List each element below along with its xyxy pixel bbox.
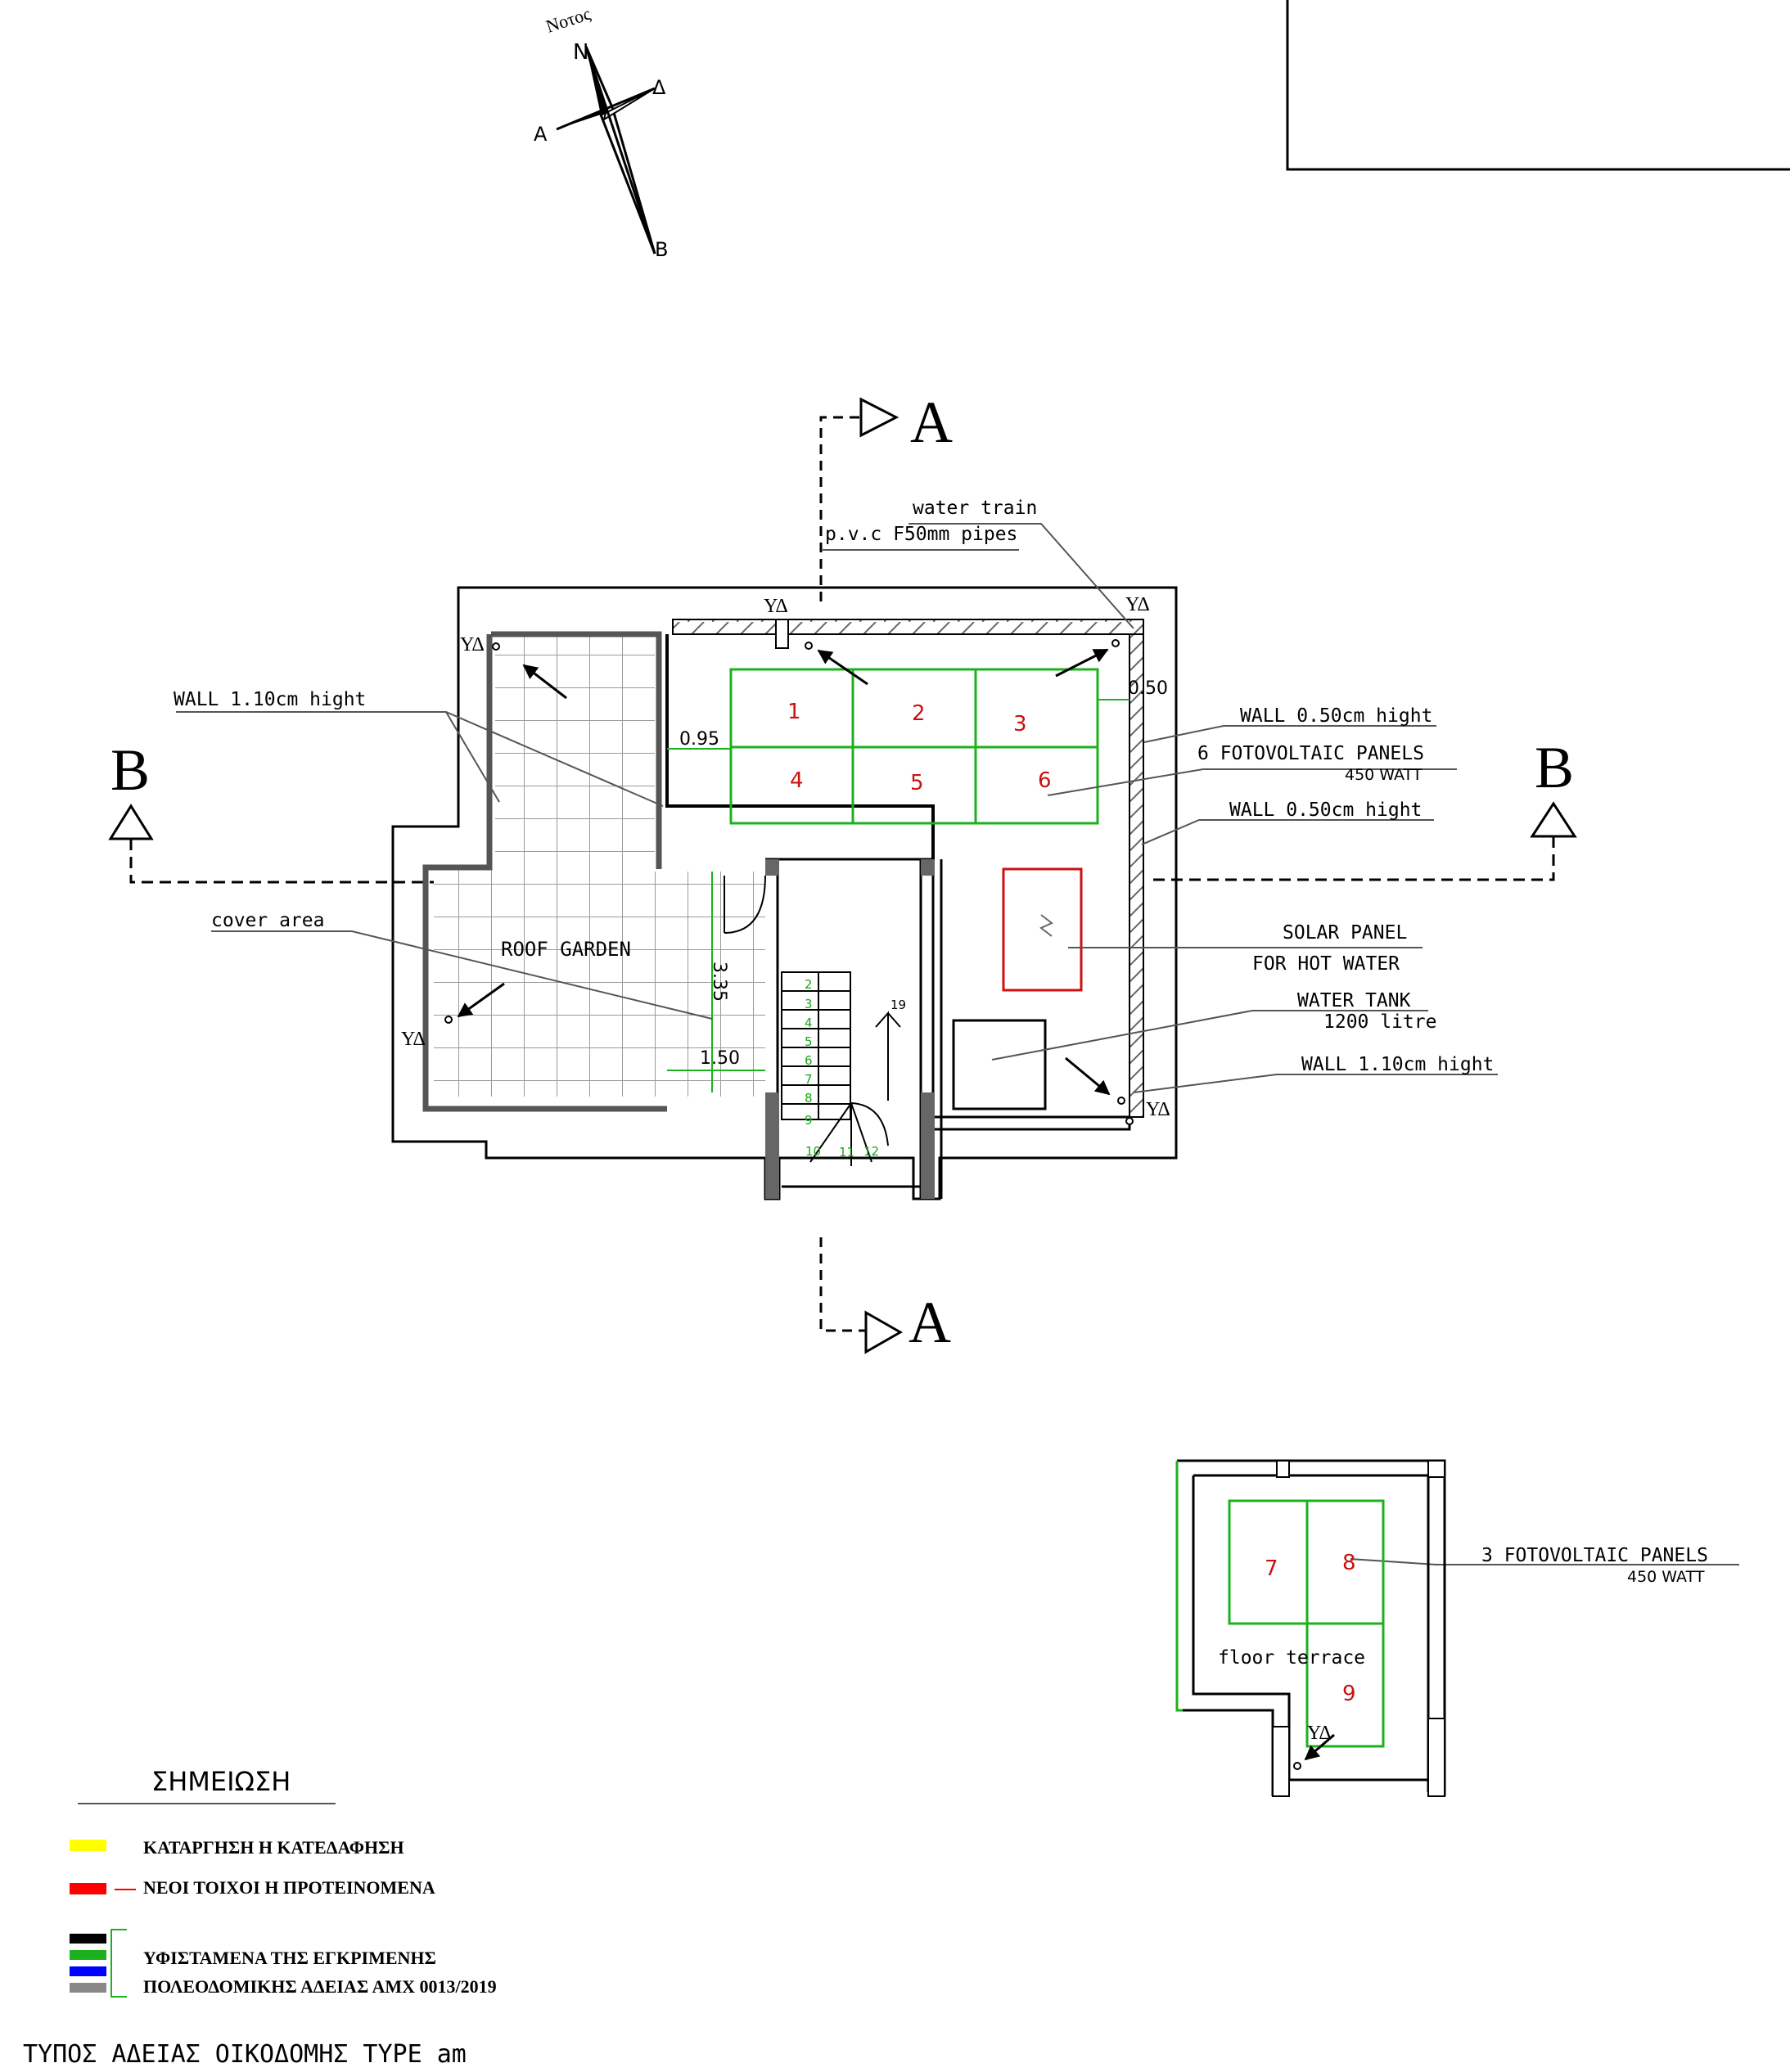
panels-3-watt: 450 WATT: [1627, 1568, 1705, 1586]
legend-swatch-red: [70, 1883, 106, 1894]
annotation-leaders: [176, 523, 1739, 1565]
section-b-right-label: B: [1535, 735, 1574, 800]
compass-e-label: Δ: [652, 76, 666, 99]
section-b-left-label: B: [110, 737, 150, 803]
wall-110-right-label: WALL 1.10cm hight: [1301, 1054, 1494, 1075]
section-b-right-mark: [1147, 801, 1577, 881]
legend-item-red: ΝΕΟΙ ΤΟΙΧΟΙ Η ΠΡΟΤΕΙΝΟΜΕΝΑ: [143, 1877, 435, 1898]
north-arrow-icon: [556, 46, 656, 254]
section-a-bottom-label: A: [909, 1290, 951, 1355]
pipes-label: p.v.c F50mm pipes: [825, 524, 1017, 545]
panel-2: 2: [912, 701, 926, 726]
panel-7: 7: [1265, 1556, 1278, 1581]
stair-10: 10: [805, 1144, 821, 1159]
section-a-bottom-mark: [819, 1237, 904, 1354]
water-tank-label-1: WATER TANK: [1297, 990, 1411, 1011]
top-parapet-wall: [672, 619, 1144, 635]
wall-050-top-label: WALL 0.50cm hight: [1240, 705, 1432, 727]
drain-mark-5: ΥΔ: [1146, 1099, 1170, 1120]
roof-garden-label: ROOF GARDEN: [501, 938, 631, 961]
legend-item-group-2: ΠΟΛΕΟΔΟΜΙΚΗΣ ΑΔΕΙΑΣ ΑΜΧ 0013/2019: [143, 1976, 497, 1997]
stair-5: 5: [805, 1034, 813, 1049]
solar-panel-label-2: FOR HOT WATER: [1252, 953, 1400, 975]
drain-mark-3: ΥΔ: [1125, 594, 1150, 615]
panel-1: 1: [787, 700, 801, 724]
legend-swatch-blue: [70, 1966, 106, 1976]
compass-s-label: B: [655, 238, 668, 261]
panel-9: 9: [1342, 1682, 1356, 1706]
panels-3-label: 3 FOTOVOLTAIC PANELS: [1481, 1545, 1708, 1566]
drain-mark-6: ΥΔ: [1307, 1723, 1332, 1744]
legend-title: ΣΗΜΕΙΩΣΗ: [151, 1766, 291, 1797]
legend-item-yellow: ΚΑΤΑΡΓΗΣΗ Η ΚΑΤΕΔΑΦΗΣΗ: [143, 1837, 404, 1858]
panel-4: 4: [790, 768, 804, 793]
pv-panel-array-terrace: [1228, 1499, 1385, 1748]
dimension-150: 1.50: [700, 1048, 740, 1069]
wall-050-mid-label: WALL 0.50cm hight: [1229, 800, 1422, 821]
stair-3: 3: [805, 997, 813, 1011]
drain-mark-2: ΥΔ: [764, 596, 788, 617]
water-tank: [952, 1019, 1047, 1110]
pv-panel-array: [729, 668, 1099, 825]
water-train-label: water train: [913, 498, 1037, 519]
stair-treads: [781, 971, 901, 1166]
solar-panel-label-1: SOLAR PANEL: [1283, 922, 1407, 944]
water-tank-label-2: 1200 litre: [1323, 1011, 1436, 1033]
panel-3: 3: [1013, 712, 1027, 736]
stair-4: 4: [805, 1016, 813, 1030]
legend-swatch-yellow: [70, 1840, 106, 1851]
wall-110-left-label: WALL 1.10cm hight: [174, 689, 366, 710]
stair-7: 7: [805, 1072, 813, 1087]
title-block-frame: [1286, 0, 1790, 171]
drain-mark-1: ΥΔ: [460, 634, 485, 655]
stair-12: 12: [863, 1144, 879, 1159]
cover-area-label: cover area: [211, 910, 324, 931]
legend-item-group-1: ΥΦΙΣΤΑΜΕΝΑ ΤΗΣ ΕΓΚΡΙΜΕΝΗΣ: [143, 1948, 436, 1968]
stair-9: 9: [805, 1113, 813, 1128]
roof-garden-area: [434, 637, 765, 1097]
stair-19: 19: [890, 998, 906, 1012]
panel-8: 8: [1342, 1551, 1356, 1575]
legend-swatch-black: [70, 1934, 106, 1944]
dimension-335: 3.35: [709, 962, 729, 1002]
dimension-050: 0.50: [1128, 678, 1168, 699]
solar-panel-hot-water: [1002, 867, 1083, 992]
stair-2: 2: [805, 977, 813, 992]
panel-5: 5: [910, 771, 924, 795]
compass-n-label: N: [573, 40, 588, 65]
drain-points: [444, 639, 1134, 1125]
dimension-095: 0.95: [679, 729, 719, 750]
section-a-top-mark: [819, 397, 900, 601]
compass-w-label: A: [534, 123, 548, 146]
right-parapet-wall: [1129, 633, 1144, 1118]
legend-swatch-green: [70, 1950, 106, 1960]
floor-terrace-label: floor terrace: [1218, 1647, 1365, 1669]
stair-6: 6: [805, 1053, 813, 1068]
section-b-left-mark: [108, 804, 597, 884]
panel-6: 6: [1038, 768, 1052, 793]
stair-11: 11: [839, 1145, 854, 1160]
floor-terrace-plan: [1175, 1459, 1446, 1797]
footer-permit-type: ΤΥΠΟΣ ΑΔΕΙΑΣ ΟΙΚΟΔΟΜΗΣ TYPE am: [23, 2040, 467, 2069]
stair-8: 8: [805, 1091, 813, 1106]
panels-6-watt: 450 WATT: [1345, 766, 1423, 784]
slope-arrows: [457, 648, 1111, 1096]
compass-top-label: Νοτος: [543, 3, 593, 37]
legend-swatch-grey: [70, 1983, 106, 1993]
drain-mark-4: ΥΔ: [401, 1029, 426, 1050]
section-a-top-label: A: [910, 390, 953, 455]
panels-6-label: 6 FOTOVOLTAIC PANELS: [1197, 743, 1424, 764]
